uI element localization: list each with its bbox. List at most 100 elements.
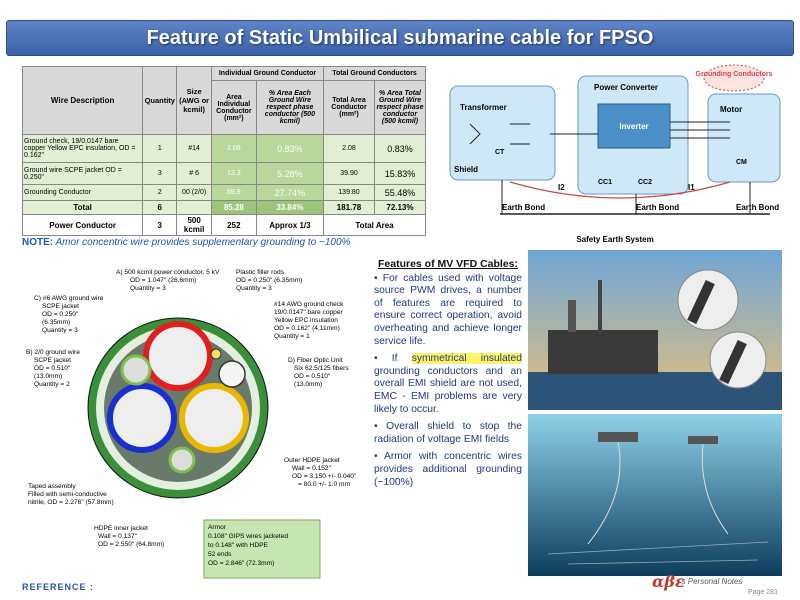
feature-item: • For cables used with voltage source PW… [374,272,523,347]
label-g-1: #14 AWG ground check [274,301,344,308]
row-desc: Ground wire SCPE jacket OD = 0.250" [21,162,144,185]
feature-item: • Armor with concentric wires provides a… [374,451,522,488]
header-area: Area Individual Conductor (mm²) [210,80,257,135]
row-qty: 3 [142,162,178,185]
feature-item: • If symmetrical insulated grounding con… [374,353,522,415]
ground-wire-6awg [168,446,196,474]
row-pct: 27.74% [255,184,325,201]
fpso-platform-photo [528,250,782,410]
ground-conductor-table: Wire Description Quantity Size (AWG or k… [21,65,427,236]
label-h-2: Wall = 0.137" [98,533,138,540]
subsea-field-illustration [528,414,782,576]
label-a-2: OD = 1.047" (26.6mm) [130,277,196,284]
table-row-power: Power Conductor 3 500 kcmil 252 Approx 1… [21,214,426,236]
row-size: # 6 [176,162,212,185]
grounding-conductors-cloud [703,64,765,92]
grounding-conductors-label: Grounding Conductors [696,71,773,78]
label-d-1: D) Fiber Optic Unit [288,357,343,364]
inverter-label: Inverter [619,122,648,131]
row-pct: 5.28% [255,162,325,185]
author-logo-subtitle: 's Personal Notes [680,577,743,586]
label-ar-4: 52 ends [208,551,232,558]
row-tpct: 15.83% [373,162,427,185]
feature-highlight: symmetrical insulated [411,353,522,365]
armor-callout-box [203,519,321,579]
label-t-1: Taped assembly [28,483,76,490]
row-pct: 0.83% [255,134,325,163]
shield-label: Shield [454,165,478,174]
cc2-label: CC2 [638,179,652,186]
label-g-2: 19/0.0147" bare copper [274,309,344,316]
author-logo: αβε [652,572,685,591]
row-area: 13.3 [210,162,257,185]
power-area: 252 [210,214,257,236]
feature-text: For cables used with voltage source PWM … [374,272,523,347]
table-row: Ground wire SCPE jacket OD = 0.250" 3 # … [21,162,427,185]
power-converter-label: Power Converter [594,83,658,92]
label-g-5: Quantity = 1 [274,333,310,340]
header-individual-ground: Individual Ground Conductor [210,65,325,82]
label-p-3: Quantity = 3 [236,285,272,292]
fiber-optic-unit [218,360,246,388]
label-c-2: SCPE jacket [42,303,79,310]
feature-item: • Overall shield to stop the radiation o… [374,421,522,445]
label-t-3: nitrile, OD = 2.276" (57.8mm) [28,499,114,506]
row-tarea: 139.80 [323,184,375,201]
i1-label: I1 [688,183,695,192]
label-h-1: HDPE inner jacket [94,525,148,532]
safety-earth-label: Safety Earth System [576,235,653,244]
label-p-2: OD = 0.250" (6.35mm) [236,277,302,284]
label-d-4: (13.0mm) [294,381,322,388]
total-tarea: 181.78 [323,200,375,215]
ground-check-wire [210,348,222,360]
label-a-3: Quantity = 3 [130,285,166,292]
power-qty: 3 [142,214,178,236]
power-conductor-yellow [179,383,249,453]
label-c-5: Quantity = 3 [42,327,78,334]
label-h-3: OD = 2.550" (64.8mm) [98,541,164,548]
return-current-path [509,181,731,199]
inverter-box [597,103,671,149]
label-ar-5: OD = 2.846" (72.3mm) [208,560,274,567]
note: NOTE: Amor concentric wire provides supp… [22,237,350,248]
table-row: Ground check, 19/0.0147 bare copper Yell… [21,134,427,163]
total-area: 85.28 [210,200,257,215]
label-c-3: OD = 0.250" [42,311,79,318]
row-tarea: 2.08 [323,134,375,163]
label-c-4: (6.35mm) [42,319,70,326]
header-wire-description: Wire Description [21,66,144,135]
label-c-1: C) #6 AWG ground wire [34,295,104,302]
transformer-label: Transformer [460,103,507,112]
header-total-ground: Total Ground Conductors [323,65,426,82]
earth-bond-mid: Earth Bond [636,203,679,212]
row-size: 00 (2/0) [176,184,212,201]
row-qty: 1 [142,134,178,163]
row-tarea: 39.90 [323,162,375,185]
label-g-3: Yellow EPC insulation [274,317,338,324]
reference-label: REFERENCE : [22,582,95,592]
earth-bond-right: Earth Bond [736,203,779,212]
row-tpct: 55.48% [373,184,427,201]
label-o-2: Wall = 0.152" [292,465,332,472]
label-ar-2: 0.108" GIPS wires jacketed [208,533,288,540]
cc1-label: CC1 [598,179,612,186]
cm-label: CM [736,159,747,166]
header-size: Size (AWG or kcmil) [176,66,212,135]
power-label: Power Conductor [21,214,144,236]
label-ar-1: Armor [208,524,227,531]
row-area: 2.08 [210,134,257,163]
power-pct: Approx 1/3 [255,214,325,236]
label-a-1: A) 500 kcmil power conductor, 5 kV [116,269,220,276]
label-b-4: (13.0mm) [34,373,62,380]
row-size: #14 [176,134,212,163]
label-b-2: SCPE jacket [34,357,71,364]
page-title: Feature of Static Umbilical submarine ca… [6,20,794,56]
earth-bond-left: Earth Bond [502,203,545,212]
label-o-1: Outer HDPE jacket [284,457,340,464]
vfd-grounding-schematic: Transformer Power Converter Inverter Gro… [449,64,781,244]
feature-text-post: grounding conductors and an overall EMI … [374,365,522,415]
row-area: 69.9 [210,184,257,201]
circuit-wires [469,121,730,145]
table-row: Grounding Conductor 2 00 (2/0) 69.9 27.7… [21,184,427,201]
label-ar-3: to 0.148" with HDPE [208,542,268,549]
